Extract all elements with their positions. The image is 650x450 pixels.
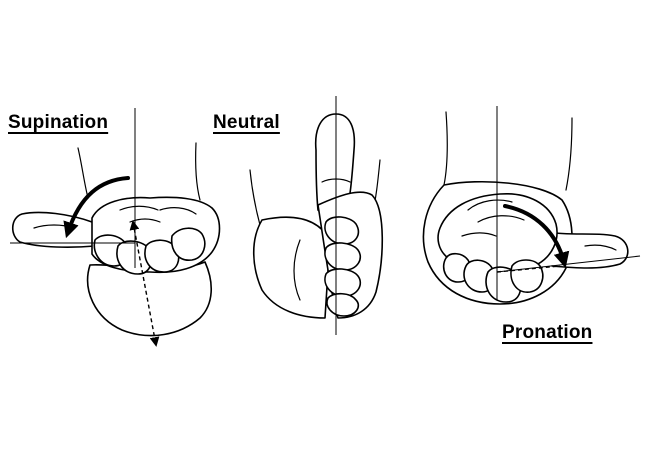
- supination-forearm-right-edge: [195, 142, 201, 201]
- pronation-label: Pronation: [502, 322, 593, 343]
- neutral-knuckle-4: [326, 292, 360, 317]
- supination-label: Supination: [8, 112, 109, 133]
- pronation-rotation-arrow: [503, 204, 570, 269]
- supination-forearm-left-edge: [77, 147, 89, 199]
- supination-finger-4: [170, 227, 206, 261]
- neutral-knuckle-1: [324, 216, 360, 245]
- supination-thumb: [11, 211, 96, 248]
- pronation-rotation-axis: [496, 265, 561, 273]
- neutral-fist-back: [252, 216, 331, 319]
- supination-hand: [10, 108, 221, 347]
- neutral-label: Neutral: [213, 112, 280, 133]
- pronation-finger-4: [510, 259, 544, 293]
- neutral-knuckle-2: [324, 242, 362, 271]
- supination-palm: [86, 261, 212, 337]
- supination-rotation-arrow: [63, 176, 130, 239]
- neutral-hand: [249, 96, 384, 335]
- neutral-knuckle-3: [324, 268, 362, 297]
- pronation-hand: [422, 106, 641, 305]
